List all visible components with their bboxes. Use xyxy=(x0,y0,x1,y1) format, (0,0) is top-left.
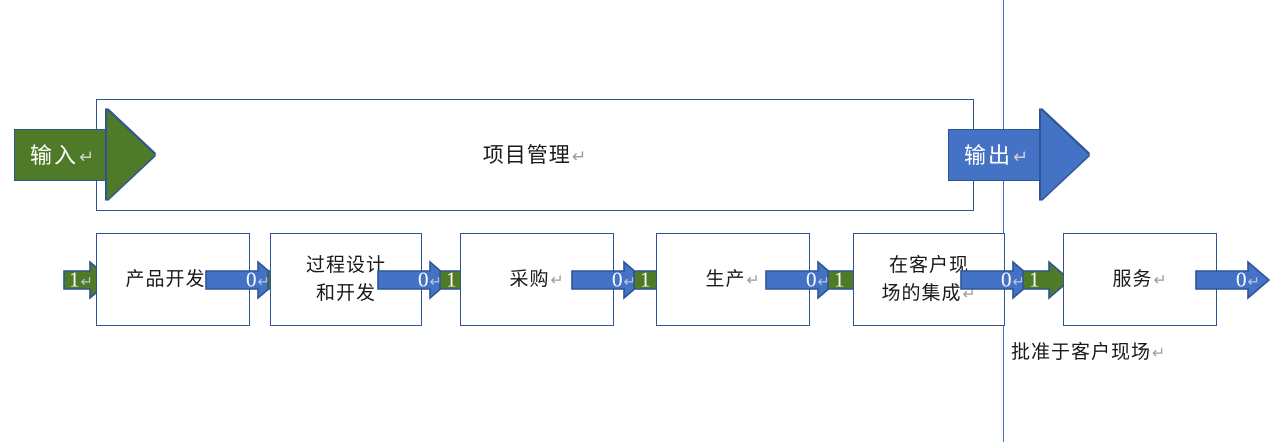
process-box-2-label-line2: 和开发 xyxy=(315,282,376,304)
output-arrow[interactable]: 输出↵ xyxy=(948,110,1096,200)
blue-green-arrow-pair-shape xyxy=(960,260,1072,300)
input-arrow[interactable]: 输入↵ xyxy=(14,110,162,200)
pilcrow-icon: ↵ xyxy=(1152,344,1167,362)
pilcrow-icon: ↵ xyxy=(550,270,565,289)
pilcrow-icon: ↵ xyxy=(1153,270,1168,289)
process-box-5-label-line1: 在客户现 xyxy=(888,254,969,276)
input-arrow-label: 输入↵ xyxy=(30,143,97,168)
blue-arrow-shape xyxy=(1195,260,1271,300)
process-box-service: 服务↵ xyxy=(1063,233,1217,326)
process-box-3-label: 采购↵ xyxy=(509,268,565,290)
process-box-2-label-line1: 过程设计 xyxy=(305,254,386,276)
output-arrow-label: 输出↵ xyxy=(964,143,1031,168)
connector-arrow-5[interactable]: 0↵ 1 xyxy=(960,260,1072,300)
caption-onsite-approval: 批准于客户现场↵ xyxy=(1011,342,1167,363)
vertical-divider-line xyxy=(1003,0,1004,442)
pilcrow-icon: ↵ xyxy=(79,147,97,168)
process-box-product-development: 产品开发↵ xyxy=(96,233,250,326)
output-arrow-shaft xyxy=(948,129,1048,181)
project-management-box: 项目管理↵ xyxy=(96,99,974,211)
project-management-label: 项目管理↵ xyxy=(482,142,588,167)
process-box-6-label: 服务↵ xyxy=(1112,268,1168,290)
input-arrow-shaft xyxy=(14,129,114,181)
pilcrow-icon: ↵ xyxy=(746,270,761,289)
connector-arrow-6[interactable]: 0↵ xyxy=(1195,260,1271,300)
input-arrow-head xyxy=(107,110,155,200)
process-box-4-label: 生产↵ xyxy=(705,268,761,290)
pilcrow-icon: ↵ xyxy=(1013,147,1031,168)
output-arrow-head xyxy=(1041,110,1089,200)
pilcrow-icon: ↵ xyxy=(571,146,588,167)
